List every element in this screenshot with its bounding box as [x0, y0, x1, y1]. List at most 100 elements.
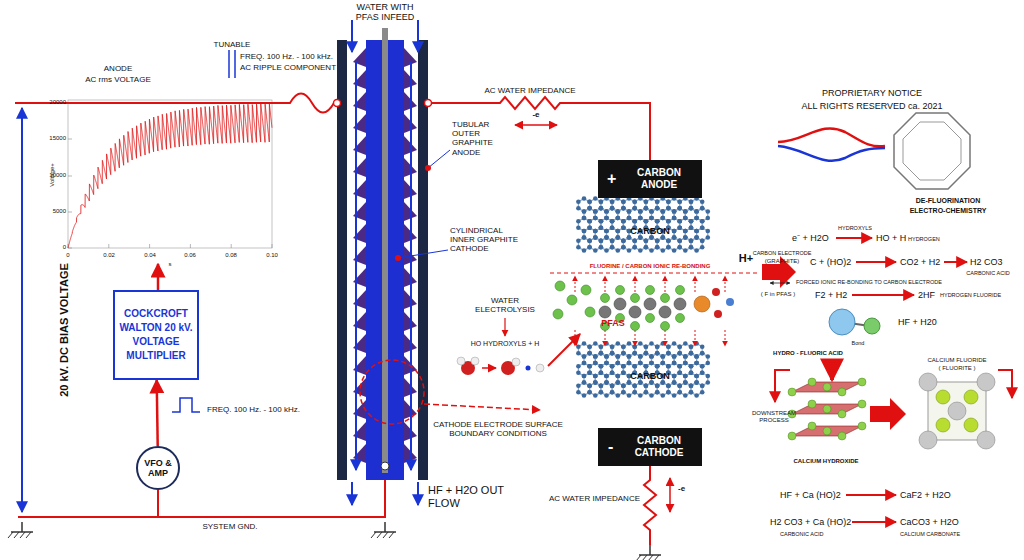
carbon-atom: [655, 245, 660, 250]
carbon-atom: [582, 380, 587, 385]
ground-symbol: [8, 532, 13, 538]
logo-swoosh: [778, 128, 885, 146]
carbon-atom: [683, 380, 688, 385]
carbon-atom: [593, 216, 598, 221]
carbon-atom: [655, 239, 660, 244]
carbon-atom: [604, 354, 609, 359]
carbon-atom: [700, 206, 705, 211]
carbon-atom: [587, 219, 592, 224]
carbon-atom: [638, 354, 643, 359]
carbon-atom: [700, 239, 705, 244]
hydrogen-atom: [471, 357, 479, 365]
carbon-atom: [599, 219, 604, 224]
carbon-atom: [599, 384, 604, 389]
carbon-atom: [683, 248, 688, 253]
carbon-atom: [644, 245, 649, 250]
cathode-fin: [353, 202, 366, 221]
calcium-atom: [808, 400, 816, 408]
carbon-atom: [683, 393, 688, 398]
carbon-atom: [644, 239, 649, 244]
carbon-atom: [616, 380, 621, 385]
carbon-atom: [661, 361, 666, 366]
text-label: -e: [532, 110, 539, 119]
rebonding-line: [550, 273, 760, 274]
carbon-atom: [610, 200, 615, 205]
process-arrow: [830, 360, 834, 380]
carbon-atom: [655, 364, 660, 369]
carbon-atom: [700, 384, 705, 389]
carbon-atom: [672, 235, 677, 240]
equation-arrow: [836, 237, 872, 239]
bond-arrow: [575, 330, 576, 346]
carbon-atom: [616, 248, 621, 253]
text-label: WATER ELECTROLYSIS: [470, 296, 540, 314]
carbon-atom: [655, 245, 660, 250]
detail-leader: [424, 404, 540, 410]
carbon-atom: [587, 226, 592, 231]
cathode-fin: [353, 356, 366, 375]
chart-frame: [68, 100, 272, 248]
carbon-atom: [666, 351, 671, 356]
carbon-atom: [683, 235, 688, 240]
carbon-atom: [683, 354, 688, 359]
carbon-atom: [627, 209, 632, 214]
carbon-atom: [604, 380, 609, 385]
carbon-atom: [638, 216, 643, 221]
text-label: AC rms VOLTAGE: [85, 75, 151, 84]
fluorite-cell: [928, 382, 986, 440]
carbon-atom: [666, 219, 671, 224]
carbon-atom: [638, 341, 643, 346]
ground-symbol: [11, 531, 33, 533]
cathode-fin: [353, 290, 366, 309]
carbon-atom: [694, 235, 699, 240]
carbon-atom: [649, 361, 654, 366]
carbon-atom: [700, 390, 705, 395]
carbon-atom: [587, 364, 592, 369]
carbon-atom: [610, 226, 615, 231]
carbon-atom: [638, 361, 643, 366]
text-label: CYLINDRICAL INNER GRAPHITE CATHODE: [450, 226, 522, 254]
carbon-atom: [621, 364, 626, 369]
carbon-atom: [610, 351, 615, 356]
carbon-atom: [587, 245, 592, 250]
calcium-atom: [823, 383, 831, 391]
carbon-atom: [610, 226, 615, 231]
equation-arrow: [852, 521, 896, 523]
tick-mark: [149, 244, 150, 248]
carbon-atom: [683, 216, 688, 221]
oscillator-circle: VFO & AMP: [136, 446, 180, 490]
carbon-atom: [683, 229, 688, 234]
carbon-atom: [587, 219, 592, 224]
carbon-atom: [700, 226, 705, 231]
carbon-atom: [700, 384, 705, 389]
ground-symbol: [384, 522, 386, 532]
carbon-atom: [644, 390, 649, 395]
carbon-atom: [576, 351, 581, 356]
crystal-layer: [792, 382, 862, 392]
text-label: H2 CO3: [970, 257, 1003, 267]
carbon-atom: [655, 206, 660, 211]
carbon-atom: [616, 216, 621, 221]
carbon-atom: [616, 374, 621, 379]
carbon-atom: [649, 393, 654, 398]
carbon-atom: [593, 361, 598, 366]
carbon-atom: [644, 364, 649, 369]
carbon-atom: [587, 345, 592, 350]
process-arrow: [998, 370, 1012, 398]
oxygen-atom: [726, 298, 734, 306]
carbon-atom: [694, 235, 699, 240]
carbon-atom: [649, 216, 654, 221]
carbon-atom: [694, 361, 699, 366]
carbon-atom: [677, 390, 682, 395]
carbon-atom: [672, 229, 677, 234]
carbon-atom: [672, 354, 677, 359]
carbon-atom: [689, 200, 694, 205]
bond-arrow: [695, 276, 696, 292]
carbon-atom: [677, 206, 682, 211]
carbon-atom: [677, 239, 682, 244]
carbon-atom: [677, 245, 682, 250]
carbon-atom: [655, 200, 660, 205]
carbon-atom: [610, 371, 615, 376]
ground-symbol: [383, 532, 388, 538]
carbon-atom: [610, 371, 615, 376]
